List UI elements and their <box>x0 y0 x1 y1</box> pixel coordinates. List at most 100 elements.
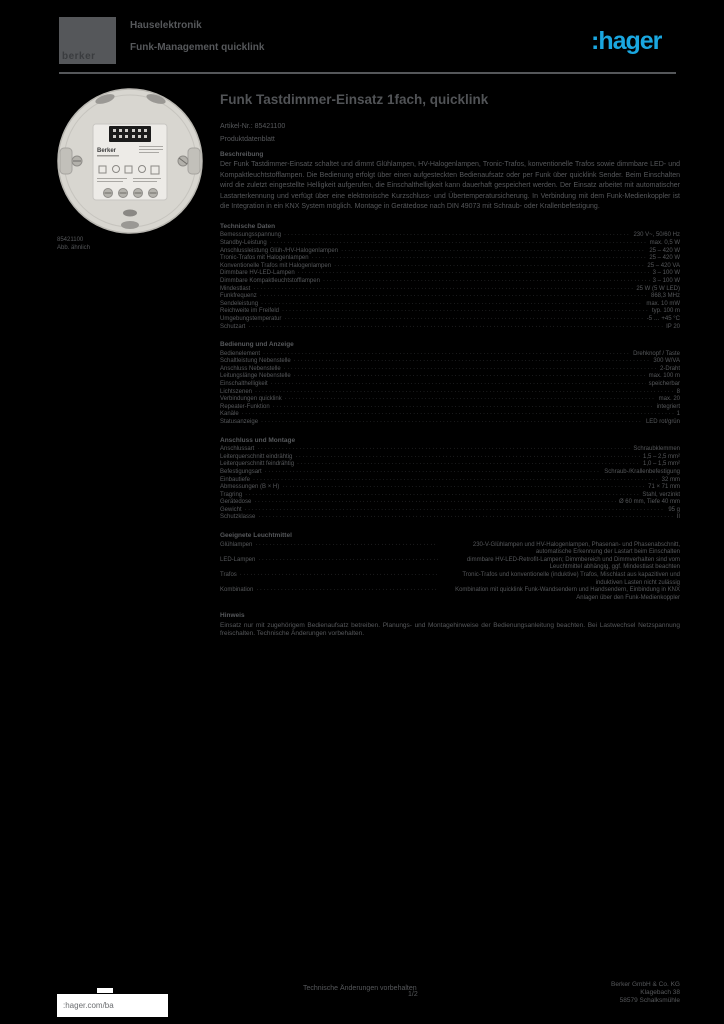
spec-label: Statusanzeige <box>220 419 259 426</box>
spec-label: Glühlampen <box>220 541 253 548</box>
spec-value: -5 … +45 °C <box>646 316 680 322</box>
spec-label: Bedienelement <box>220 350 261 357</box>
leader-dots <box>248 324 663 332</box>
product-family-line1: Hauselektronik <box>130 20 202 31</box>
leader-dots <box>270 240 647 248</box>
leader-dots <box>294 358 651 366</box>
spec-label: Anschlussart <box>220 446 255 453</box>
leader-dots <box>240 572 438 580</box>
spec-value: integriert <box>656 403 680 410</box>
product-photo: Berker <box>53 82 207 240</box>
spec-value: 300 W/VA <box>653 358 680 365</box>
spec-row: Glühlampen230-V-Glühlampen und HV-Haloge… <box>220 542 680 557</box>
spec-row: Leiterquerschnitt eindrähtig1,5 – 2,5 mm… <box>220 454 680 462</box>
spec-row: Leitungslänge Nebenstellemax. 100 m <box>220 373 680 381</box>
spec-label: Trafos <box>220 571 237 578</box>
spec-value: typ. 100 m <box>651 308 680 315</box>
spec-label: Funkfrequenz <box>220 293 257 300</box>
spec-row: Standby-Leistung max. 0,5 W <box>220 240 680 248</box>
spec-label: Gerätedose <box>220 499 252 506</box>
spec-label: Schaltleistung Nebenstelle <box>220 358 291 365</box>
main-column: Funk Tastdimmer-Einsatz 1fach, quicklink… <box>220 92 680 638</box>
spec-label: Leiterquerschnitt feindrähtig <box>220 461 295 468</box>
section-bedienung-anzeige: Bedienung und AnzeigeBedienelementDrehkn… <box>220 341 680 426</box>
spec-value: 25 – 420 W <box>649 255 680 262</box>
section-technische-daten: Technische DatenBemessungsspannung230 V~… <box>220 223 680 331</box>
leader-dots <box>323 278 650 286</box>
footer-link-text[interactable]: :hager.com/ba <box>63 1001 114 1010</box>
spec-value: 230 V~, 50/60 Hz <box>633 232 680 239</box>
spec-value: 1 <box>676 411 680 418</box>
spec-label: Schutzart <box>220 323 246 330</box>
product-photo-illustration: Berker <box>57 88 203 234</box>
leader-dots <box>261 419 643 427</box>
spec-row: Befestigungsart Schraub-/Krallenbefestigu… <box>220 469 680 477</box>
berker-logo: berker <box>59 17 116 64</box>
spec-value: 3 – 100 W <box>652 278 680 285</box>
footer-link-chip[interactable]: :hager.com/ba <box>57 994 168 1017</box>
spec-value: 25 – 420 W <box>649 247 680 254</box>
spec-value: 25 W (5 W LED) <box>636 285 680 292</box>
section-header: Hinweis <box>220 612 245 620</box>
product-family-line2: Funk-Management quicklink <box>130 42 265 53</box>
spec-value: 95 g <box>668 506 680 513</box>
spec-label: Verbindungen quicklink <box>220 396 282 403</box>
spec-value: dimmbare HV-LED-Retrofit-Lampen; Dimmber… <box>466 556 680 571</box>
article-number: Artikel-Nr.: 85421100 <box>220 123 286 130</box>
spec-label: Befestigungsart <box>220 468 262 475</box>
spec-value: max. 20 <box>658 396 680 403</box>
spec-label: Dimmbare Kompaktleuchtstofflampen <box>220 278 320 285</box>
spec-value: max. 0,5 W <box>649 240 680 247</box>
spec-label: LED-Lampen <box>220 556 256 563</box>
section-paragraph: Einsatz nur mit zugehörigem Bedienaufsat… <box>220 621 680 638</box>
leader-dots <box>297 461 640 469</box>
leader-dots <box>271 381 646 389</box>
spec-row: Funkfrequenz868,3 MHz <box>220 293 680 301</box>
footer-company-city: 58579 Schalksmühle <box>619 997 680 1004</box>
spec-label: Kombination <box>220 587 254 594</box>
description-paragraph: Der Funk Tastdimmer-Einsatz schaltet und… <box>220 161 680 211</box>
spec-value: Tronic-Trafos und konventionelle (indukt… <box>462 571 680 586</box>
leader-dots <box>254 499 616 507</box>
svg-text:Berker: Berker <box>97 148 117 154</box>
footer-note: Technische Änderungen vorbehalten <box>303 985 417 992</box>
spec-label: Standby-Leistung <box>220 240 267 247</box>
leader-dots <box>334 263 644 271</box>
leader-dots <box>284 366 657 374</box>
photo-caption: 85421100 Abb. ähnlich <box>57 237 90 252</box>
section-anschluss-montage: Anschluss und MontageAnschlussartSchraub… <box>220 437 680 522</box>
spec-row: Schutzklasse II <box>220 514 680 522</box>
spec-label: Reichweite im Freifeld <box>220 308 280 315</box>
footer-company-street: Klagebach 38 <box>640 989 680 996</box>
spec-value: 1,0 – 1,5 mm² <box>642 461 680 468</box>
hager-logo: :hager <box>591 27 662 55</box>
spec-label: Gewicht <box>220 506 242 513</box>
spec-value: 71 × 71 mm <box>648 484 680 491</box>
spec-label: Repeater-Funktion <box>220 403 270 410</box>
leader-dots <box>256 587 437 595</box>
spec-label: Tragring <box>220 491 243 498</box>
spec-row: Anschluss Nebenstelle2-Draht <box>220 366 680 374</box>
leader-dots <box>258 557 437 565</box>
leader-dots <box>255 389 674 397</box>
section-header: Technische Daten <box>220 222 276 230</box>
leader-dots <box>273 404 654 412</box>
spec-label: Konventionelle Trafos mit Halogenlampen <box>220 262 332 269</box>
spec-row: BedienelementDrehknopf / Taste <box>220 351 680 359</box>
spec-label: Lichtszenen <box>220 388 253 395</box>
spec-label: Schutzklasse <box>220 514 256 521</box>
leader-dots <box>341 248 646 256</box>
spec-row: Anschlussleistung Glüh-/HV-Halogenlampen… <box>220 248 680 256</box>
spec-row: Dimmbare HV-LED-Lampen3 – 100 W <box>220 270 680 278</box>
leader-dots <box>282 484 645 492</box>
spec-value: Schraub-/Krallenbefestigung <box>604 468 680 475</box>
berker-logo-text: berker <box>62 51 96 62</box>
spec-label: Leiterquerschnitt eindrähtig <box>220 453 293 460</box>
spec-row: Abmessungen (B × H)71 × 71 mm <box>220 484 680 492</box>
spec-row: Repeater-Funktion integriert <box>220 404 680 412</box>
spec-value: II <box>676 514 680 521</box>
footer-company-name: Berker GmbH & Co. KG <box>611 981 680 988</box>
leader-dots <box>245 507 666 515</box>
spec-row: Mindestlast25 W (5 W LED) <box>220 286 680 294</box>
